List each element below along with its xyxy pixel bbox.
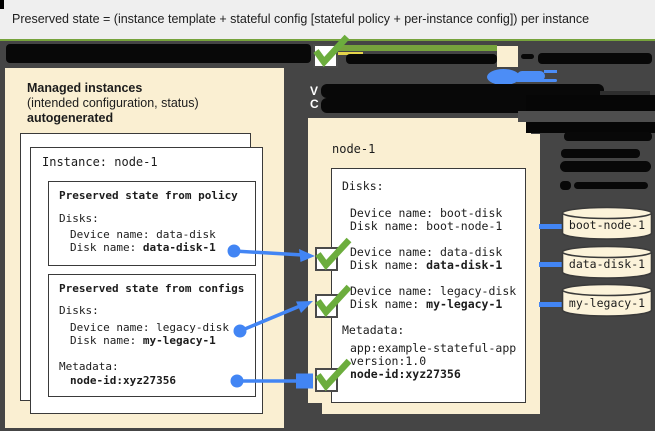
device-name-line: Device name: data-disk <box>70 228 216 241</box>
scribble-annotation <box>516 79 557 82</box>
scribble-annotation <box>517 71 545 81</box>
instance-title: Instance: node-1 <box>42 155 158 169</box>
redacted-text-remnant: V <box>310 84 319 98</box>
disks-heading: Disks: <box>59 212 99 225</box>
disk-cylinder-label: data-disk-1 <box>568 257 646 271</box>
node-panel: node-1 Disks: Device name: boot-disk Dis… <box>322 134 540 414</box>
redaction-bar <box>561 149 640 158</box>
redaction-bar <box>321 84 604 98</box>
disk-name-value: boot-node-1 <box>426 219 503 233</box>
policy-state-box: Preserved state from policy Disks: Devic… <box>48 181 256 266</box>
disk-name-line: Disk name: my-legacy-1 <box>70 334 216 347</box>
disk-name-value: my-legacy-1 <box>142 334 216 347</box>
redaction-dash <box>560 181 571 190</box>
disk-link-line <box>539 224 567 229</box>
device-name-line: Device name: data-disk <box>350 245 503 259</box>
checkmark-icon <box>313 34 350 68</box>
header-underline <box>0 39 655 42</box>
redaction-bar <box>564 132 652 141</box>
metadata-line: version:1.0 <box>350 354 427 368</box>
cream-chip <box>497 46 518 67</box>
disk-name-label: Disk name: <box>350 258 427 272</box>
redaction-bar-gray <box>518 111 655 122</box>
configs-box-title: Preserved state from configs <box>59 282 245 295</box>
redaction-bar <box>560 161 651 172</box>
metadata-line: app:example-stateful-app <box>350 341 517 355</box>
redaction-bar <box>574 182 648 189</box>
panel-subtitle: (intended configuration, status) <box>27 96 199 110</box>
device-name-line: Device name: legacy-disk <box>350 284 517 298</box>
redaction-line <box>600 91 650 95</box>
configs-state-box: Preserved state from configs Disks: Devi… <box>48 274 256 397</box>
disk-cylinder-icon <box>561 245 653 279</box>
yellow-line <box>336 52 363 55</box>
page-title: Preserved state = (instance template + s… <box>12 12 590 26</box>
checkmark-icon <box>315 284 352 318</box>
disk-link-line <box>539 302 567 307</box>
disk-link-line <box>539 262 567 267</box>
managed-instances-panel: Managed instances (intended configuratio… <box>5 68 284 428</box>
disk-cylinder-icon <box>561 283 653 317</box>
redacted-text-remnant: C <box>310 97 319 111</box>
corner-artifact <box>0 0 4 9</box>
node-title: node-1 <box>332 142 376 156</box>
disk-name-label: Disk name: <box>350 297 427 311</box>
metadata-heading: Metadata: <box>59 360 119 373</box>
disk-name-value: my-legacy-1 <box>426 297 503 311</box>
panel-subtitle-autogenerated: autogenerated <box>27 111 114 125</box>
title-bar: Preserved state = (instance template + s… <box>0 0 655 39</box>
device-name-line: Device name: boot-disk <box>350 206 503 220</box>
disk-name-line: Disk name: data-disk-1 <box>350 259 502 272</box>
metadata-value: node-id:xyz27356 <box>70 374 176 387</box>
disk-name-value: data-disk-1 <box>142 241 216 254</box>
disks-heading: Disks: <box>59 304 99 317</box>
instance-card: Instance: node-1 Preserved state from po… <box>30 147 263 414</box>
scribble-annotation <box>544 70 557 73</box>
node-disks-box: Disks: Device name: boot-disk Disk name:… <box>331 168 526 403</box>
policy-box-title: Preserved state from policy <box>59 189 238 202</box>
disk-name-label: Disk name: <box>70 241 143 254</box>
disk-name-line: Disk name: my-legacy-1 <box>350 298 502 311</box>
disk-cylinder-label: boot-node-1 <box>568 218 646 232</box>
checkmark-icon <box>315 237 352 271</box>
metadata-id-line: node-id:xyz27356 <box>350 367 461 381</box>
green-connector-bar <box>338 45 497 51</box>
disk-name-line: Disk name: data-disk-1 <box>70 241 216 254</box>
disks-heading: Disks: <box>342 179 384 193</box>
checkmark-icon <box>315 358 352 392</box>
disk-name-value: data-disk-1 <box>426 258 503 272</box>
disk-name-label: Disk name: <box>70 334 143 347</box>
disk-cylinder-icon <box>561 206 653 240</box>
scribble-annotation <box>487 69 520 85</box>
disk-name-line: Disk name: boot-node-1 <box>350 220 502 233</box>
disk-cylinder-label: my-legacy-1 <box>568 296 646 310</box>
device-name-line: Device name: legacy-disk <box>70 321 229 334</box>
redaction-bar <box>346 54 497 64</box>
disk-name-label: Disk name: <box>350 219 427 233</box>
redaction-bar <box>538 53 652 64</box>
redaction-bar <box>6 44 311 63</box>
metadata-heading: Metadata: <box>342 323 405 337</box>
panel-title: Managed instances <box>27 81 143 95</box>
redaction-dash <box>521 54 534 59</box>
